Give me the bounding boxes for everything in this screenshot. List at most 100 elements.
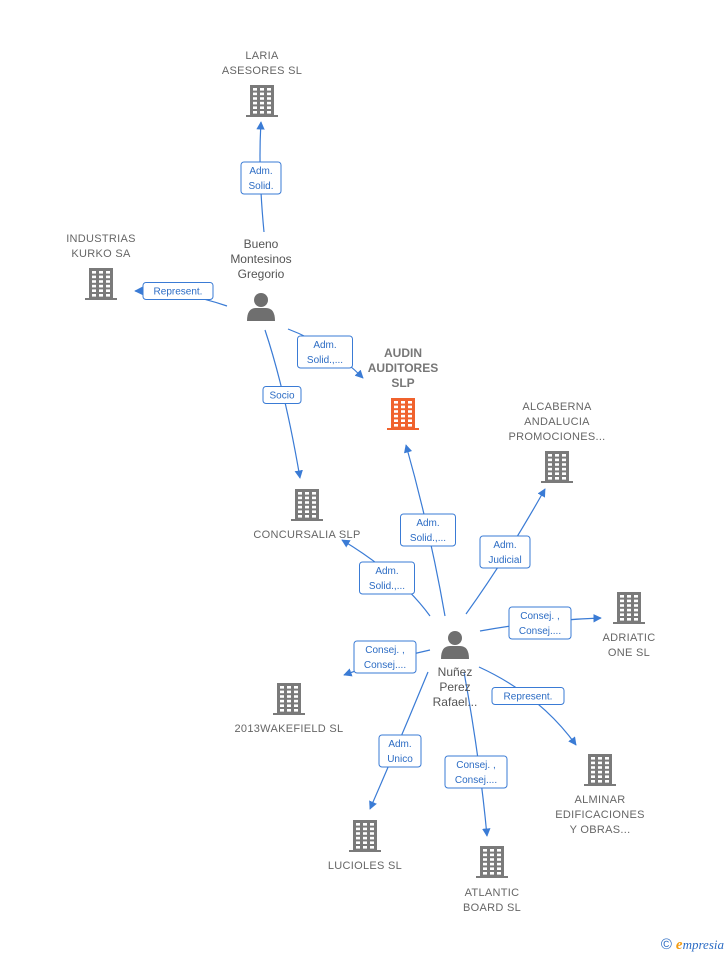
edge-nunez-to-atlantic: Consej. , Consej.... <box>444 671 508 837</box>
edge-line <box>478 666 577 746</box>
edge-label-box[interactable] <box>444 755 508 789</box>
edge-label-text: Adm. <box>388 739 411 750</box>
building-icon <box>246 85 278 117</box>
node-label: EDIFICACIONES <box>555 809 644 821</box>
edge-label-box[interactable] <box>491 687 565 705</box>
node-label: ASESORES SL <box>222 65 302 77</box>
building-icon <box>584 754 616 786</box>
edge-label-box[interactable] <box>378 734 422 768</box>
edge-nunez-to-alcaberna: Adm. Judicial <box>465 488 546 615</box>
node-label: Bueno <box>244 237 279 251</box>
node-label: SLP <box>391 376 414 390</box>
node-atlantic[interactable]: ATLANTIC BOARD SL <box>463 846 521 914</box>
edge-nunez-to-alminar: Represent. <box>478 666 577 746</box>
edge-label-text: Adm. <box>375 566 398 577</box>
edge-label-text: Adm. <box>416 518 439 529</box>
node-label: Gregorio <box>238 267 285 281</box>
edge-nunez-to-concursalia: Adm. Solid.,... <box>341 539 431 617</box>
node-lucioles[interactable]: LUCIOLES SL <box>328 820 402 872</box>
edge-label-text: Consej. , <box>520 611 559 622</box>
copyright-footer: ©empresia <box>661 936 724 954</box>
edge-label-text: Consej. , <box>456 760 495 771</box>
node-label: CONCURSALIA SLP <box>253 529 360 541</box>
node-laria[interactable]: LARIA ASESORES SL <box>222 50 302 117</box>
node-label: 2013WAKEFIELD SL <box>235 723 344 735</box>
brand-logo-text: mpresia <box>682 937 724 952</box>
building-icon <box>476 846 508 878</box>
edge-label-text: Unico <box>387 754 413 765</box>
node-label: Rafael... <box>433 695 478 709</box>
edge-label-box[interactable] <box>359 561 415 595</box>
building-icon <box>291 489 323 521</box>
node-label: AUDITORES <box>368 361 438 375</box>
node-label: KURKO SA <box>71 248 131 260</box>
edge-label-text: Solid.,... <box>307 355 343 366</box>
edge-label-text: Solid.,... <box>369 581 405 592</box>
node-concursalia[interactable]: CONCURSALIA SLP <box>253 489 360 541</box>
edge-label-text: Socio <box>269 391 294 402</box>
node-label: BOARD SL <box>463 902 521 914</box>
edge-nunez-to-lucioles: Adm. Unico <box>369 671 429 810</box>
node-label: ADRIATIC <box>603 632 656 644</box>
node-label: LARIA <box>245 50 279 62</box>
node-label: AUDIN <box>384 346 422 360</box>
node-alminar[interactable]: ALMINAR EDIFICACIONES Y OBRAS... <box>555 754 644 836</box>
node-wakefield[interactable]: 2013WAKEFIELD SL <box>235 683 344 735</box>
brand-logo-initial: e <box>675 937 683 953</box>
edge-label-text: Judicial <box>488 555 521 566</box>
node-label: ATLANTIC <box>465 887 520 899</box>
edge-bueno-to-audin: Adm. Solid.,... <box>287 328 364 379</box>
edge-label-text: Consej.... <box>364 660 406 671</box>
edge-label-text: Represent. <box>154 287 203 298</box>
edge-label-box[interactable] <box>297 335 353 369</box>
edge-label-text: Adm. <box>249 166 272 177</box>
edge-label-box[interactable] <box>400 513 456 547</box>
edge-label-text: Adm. <box>313 340 336 351</box>
node-nunez[interactable]: NuñezPerezRafael... <box>433 631 478 709</box>
edge-nunez-to-audin: Adm. Solid.,... <box>400 444 456 617</box>
edge-label-text: Consej.... <box>519 626 561 637</box>
node-label: Montesinos <box>230 252 291 266</box>
node-industrias[interactable]: INDUSTRIAS KURKO SA <box>66 233 136 300</box>
edge-label-box[interactable] <box>479 535 531 569</box>
edge-nunez-to-wakefield: Consej. , Consej.... <box>343 640 431 677</box>
edge-label-box[interactable] <box>508 606 572 640</box>
building-icon <box>349 820 381 852</box>
node-label: ALCABERNA <box>522 401 592 413</box>
building-icon <box>613 592 645 624</box>
node-label: ALMINAR <box>575 794 626 806</box>
edge-label-box[interactable] <box>142 282 214 300</box>
edges-layer: Adm.Solid.Represent.Adm.Solid.,...SocioA… <box>134 121 602 837</box>
edge-label-text: Consej. , <box>365 645 404 656</box>
nodes-layer: LARIA ASESORES SL INDUSTRIAS KURKO SA BuenoM… <box>66 50 655 914</box>
node-label: ONE SL <box>608 647 650 659</box>
node-alcaberna[interactable]: ALCABERNA ANDALUCIA PROMOCIONES... <box>508 401 605 483</box>
edge-label-text: Represent. <box>504 692 553 703</box>
building-icon <box>273 683 305 715</box>
edge-label-text: Adm. <box>493 540 516 551</box>
person-icon <box>247 293 275 321</box>
node-label: PROMOCIONES... <box>508 431 605 443</box>
edge-bueno-to-industrias: Represent. <box>134 282 228 307</box>
node-label: Perez <box>439 680 470 694</box>
node-label: Y OBRAS... <box>570 824 631 836</box>
edge-label-box[interactable] <box>353 640 417 674</box>
node-label: LUCIOLES SL <box>328 860 402 872</box>
building-icon <box>387 398 419 430</box>
node-label: Nuñez <box>438 665 473 679</box>
edge-nunez-to-adriatic: Consej. , Consej.... <box>479 606 602 640</box>
edge-bueno-to-laria: Adm.Solid. <box>240 121 282 233</box>
building-icon <box>541 451 573 483</box>
edge-label-box[interactable] <box>240 161 282 195</box>
node-label: INDUSTRIAS <box>66 233 136 245</box>
edge-label-text: Solid.,... <box>410 533 446 544</box>
node-label: ANDALUCIA <box>524 416 590 428</box>
node-adriatic[interactable]: ADRIATIC ONE SL <box>603 592 656 659</box>
building-icon <box>85 268 117 300</box>
edge-label-box[interactable] <box>262 386 302 404</box>
edge-bueno-to-concursalia: Socio <box>262 329 303 479</box>
edge-label-text: Consej.... <box>455 775 497 786</box>
